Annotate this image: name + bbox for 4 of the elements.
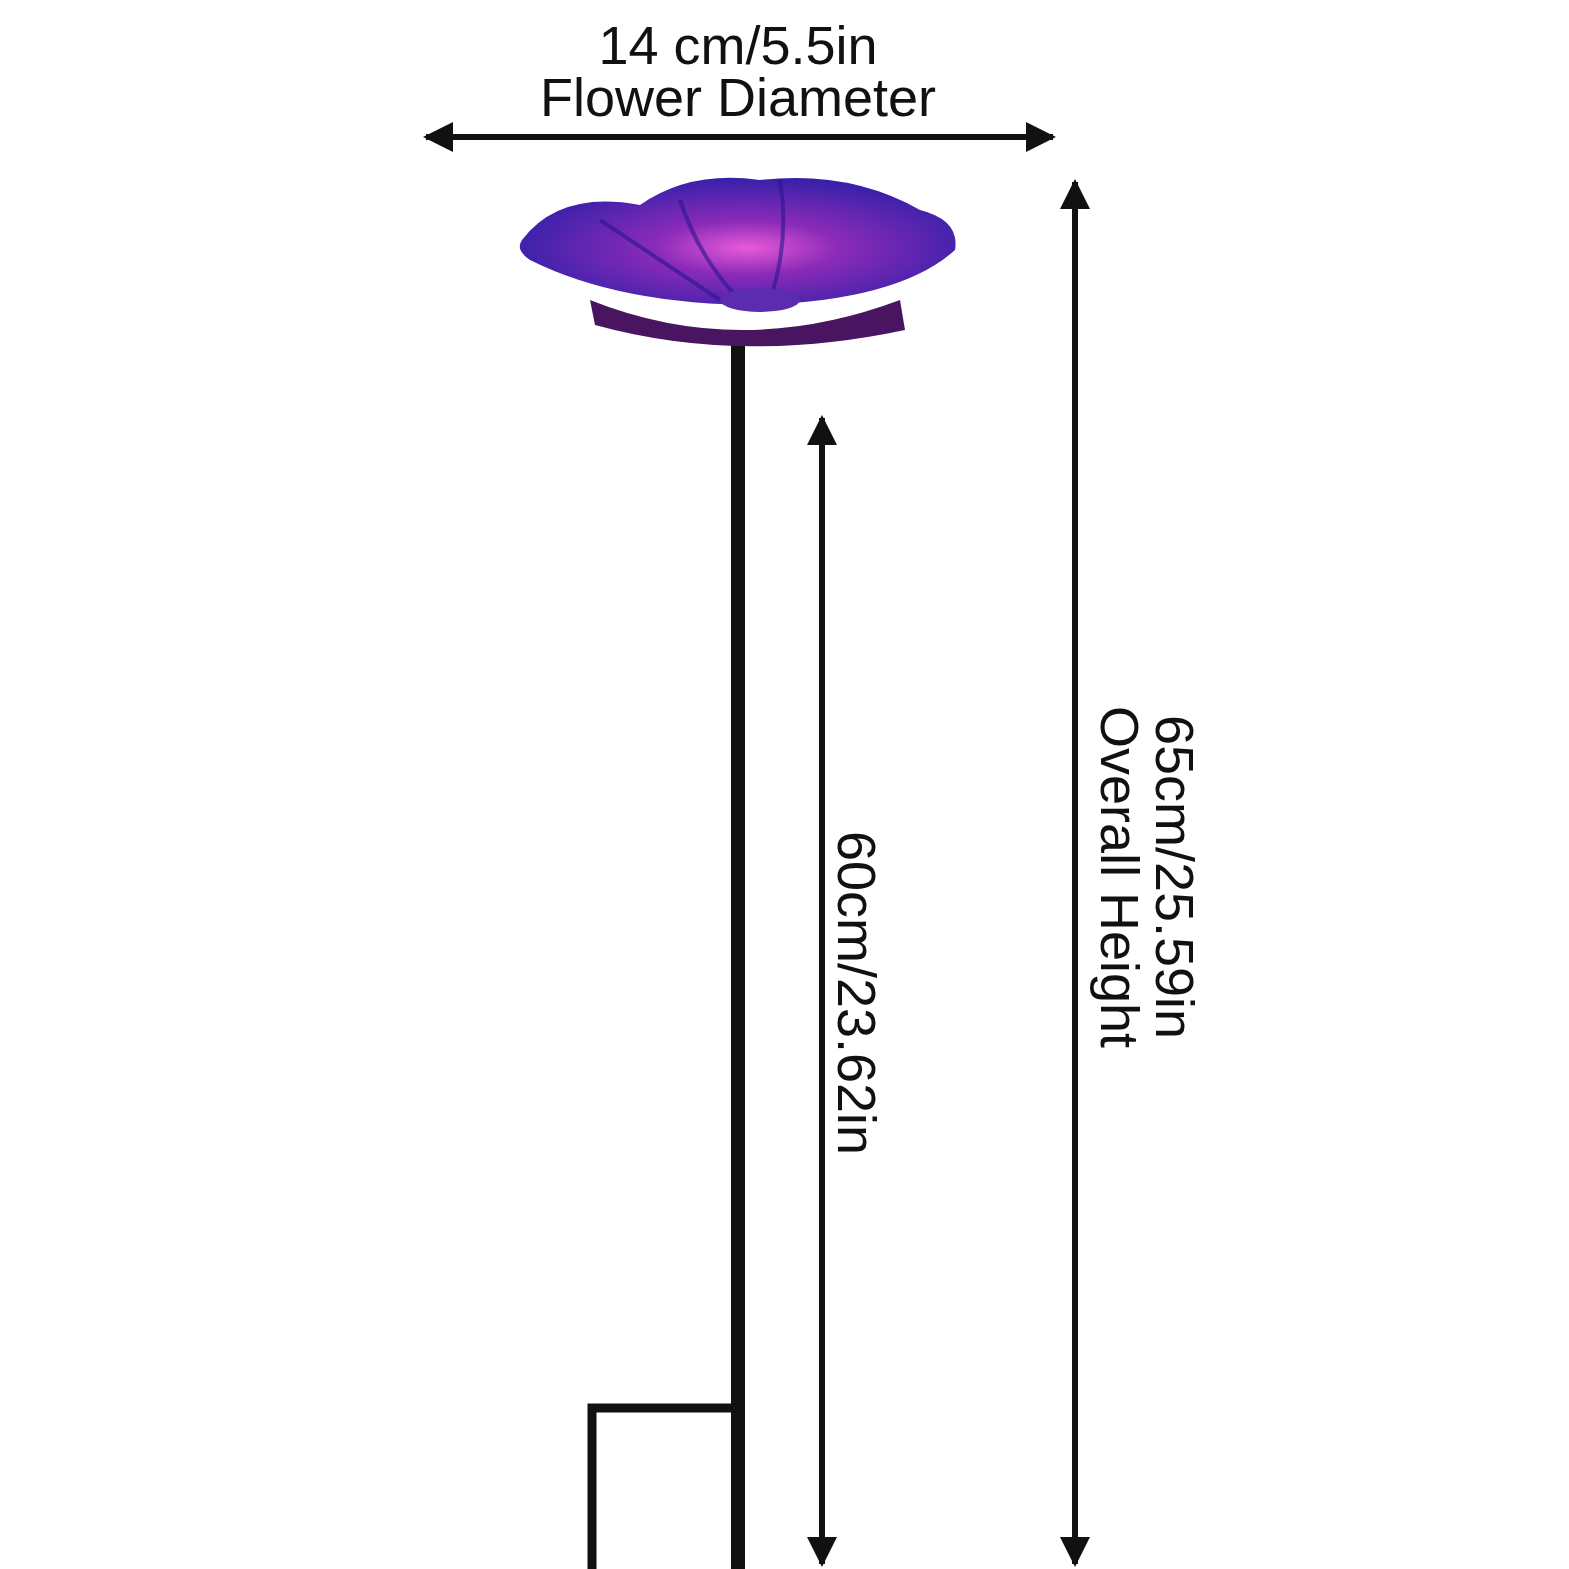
dimension-label: Flower Diameter [540,70,937,124]
dimension-label: 14 cm/5.5in [598,18,878,72]
dimension-label: 60cm/23.62in [830,830,885,1156]
dimension-label: 65cm/25.59in [1148,714,1203,1040]
